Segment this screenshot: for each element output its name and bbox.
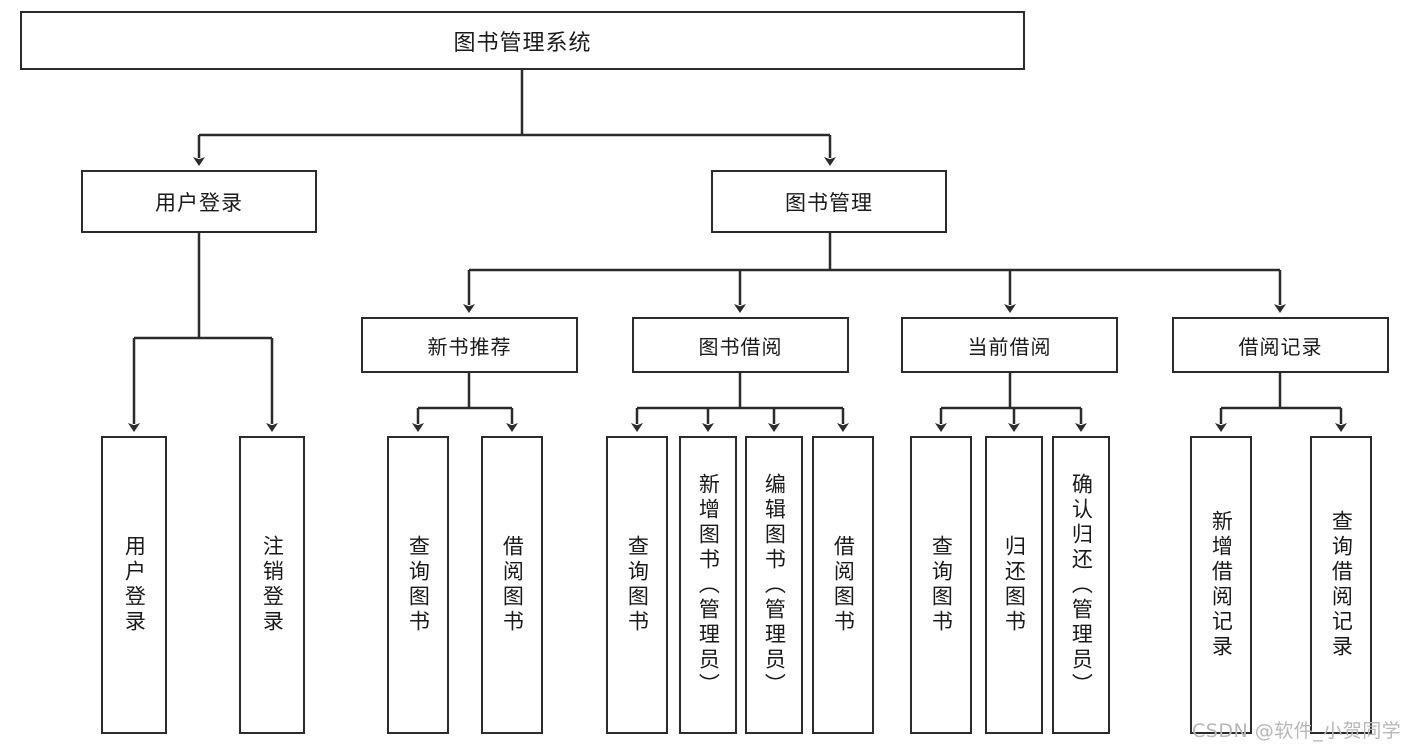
- csdn-watermark: CSDN @软件_小贺同学: [1192, 716, 1401, 743]
- leaf-return-book[interactable]: 归还图书: [985, 436, 1043, 734]
- node-label: 确认归还（管理员）: [1069, 472, 1094, 698]
- leaf-borrow-book[interactable]: 借阅图书: [812, 436, 874, 734]
- node-new-book-recommend[interactable]: 新书推荐: [361, 317, 578, 373]
- leaf-query-book-borrow[interactable]: 查询图书: [606, 436, 668, 734]
- node-current-borrow[interactable]: 当前借阅: [901, 317, 1118, 373]
- leaf-user-login[interactable]: 用户登录: [101, 436, 167, 734]
- node-label: 查询图书: [406, 535, 431, 635]
- leaf-edit-book-admin[interactable]: 编辑图书（管理员）: [745, 436, 803, 734]
- node-label: 借阅图书: [831, 535, 856, 635]
- node-label: 新书推荐: [427, 334, 512, 359]
- node-root-system[interactable]: 图书管理系统: [20, 11, 1025, 70]
- watermark-text: CSDN @软件_小贺同学: [1192, 720, 1402, 742]
- node-label: 图书管理系统: [453, 30, 592, 56]
- node-label: 注销登录: [260, 535, 285, 635]
- node-book-management[interactable]: 图书管理: [711, 170, 947, 233]
- node-book-borrow[interactable]: 图书借阅: [632, 317, 849, 373]
- node-label: 查询图书: [625, 535, 650, 635]
- node-borrow-record[interactable]: 借阅记录: [1172, 317, 1389, 373]
- leaf-user-logout[interactable]: 注销登录: [239, 436, 305, 734]
- node-label: 新增图书（管理员）: [696, 472, 721, 698]
- leaf-query-borrow-record[interactable]: 查询借阅记录: [1310, 436, 1372, 734]
- leaf-query-book-current[interactable]: 查询图书: [910, 436, 972, 734]
- node-label: 借阅图书: [500, 535, 525, 635]
- node-user-login[interactable]: 用户登录: [81, 170, 317, 233]
- node-label: 新增借阅记录: [1209, 510, 1234, 660]
- node-label: 查询图书: [929, 535, 954, 635]
- leaf-add-borrow-record[interactable]: 新增借阅记录: [1190, 436, 1252, 734]
- node-label: 查询借阅记录: [1329, 510, 1354, 660]
- node-label: 归还图书: [1002, 535, 1027, 635]
- leaf-add-book-admin[interactable]: 新增图书（管理员）: [679, 436, 737, 734]
- leaf-confirm-return-admin[interactable]: 确认归还（管理员）: [1052, 436, 1110, 734]
- node-label: 图书借阅: [698, 334, 783, 359]
- node-label: 当前借阅: [967, 334, 1052, 359]
- leaf-borrow-book-newbook[interactable]: 借阅图书: [481, 436, 543, 734]
- node-label: 用户登录: [122, 535, 147, 635]
- node-label: 借阅记录: [1238, 334, 1323, 359]
- node-label: 编辑图书（管理员）: [762, 472, 787, 698]
- node-label: 图书管理: [785, 190, 873, 215]
- node-label: 用户登录: [155, 190, 243, 215]
- leaf-query-book-newbook[interactable]: 查询图书: [387, 436, 449, 734]
